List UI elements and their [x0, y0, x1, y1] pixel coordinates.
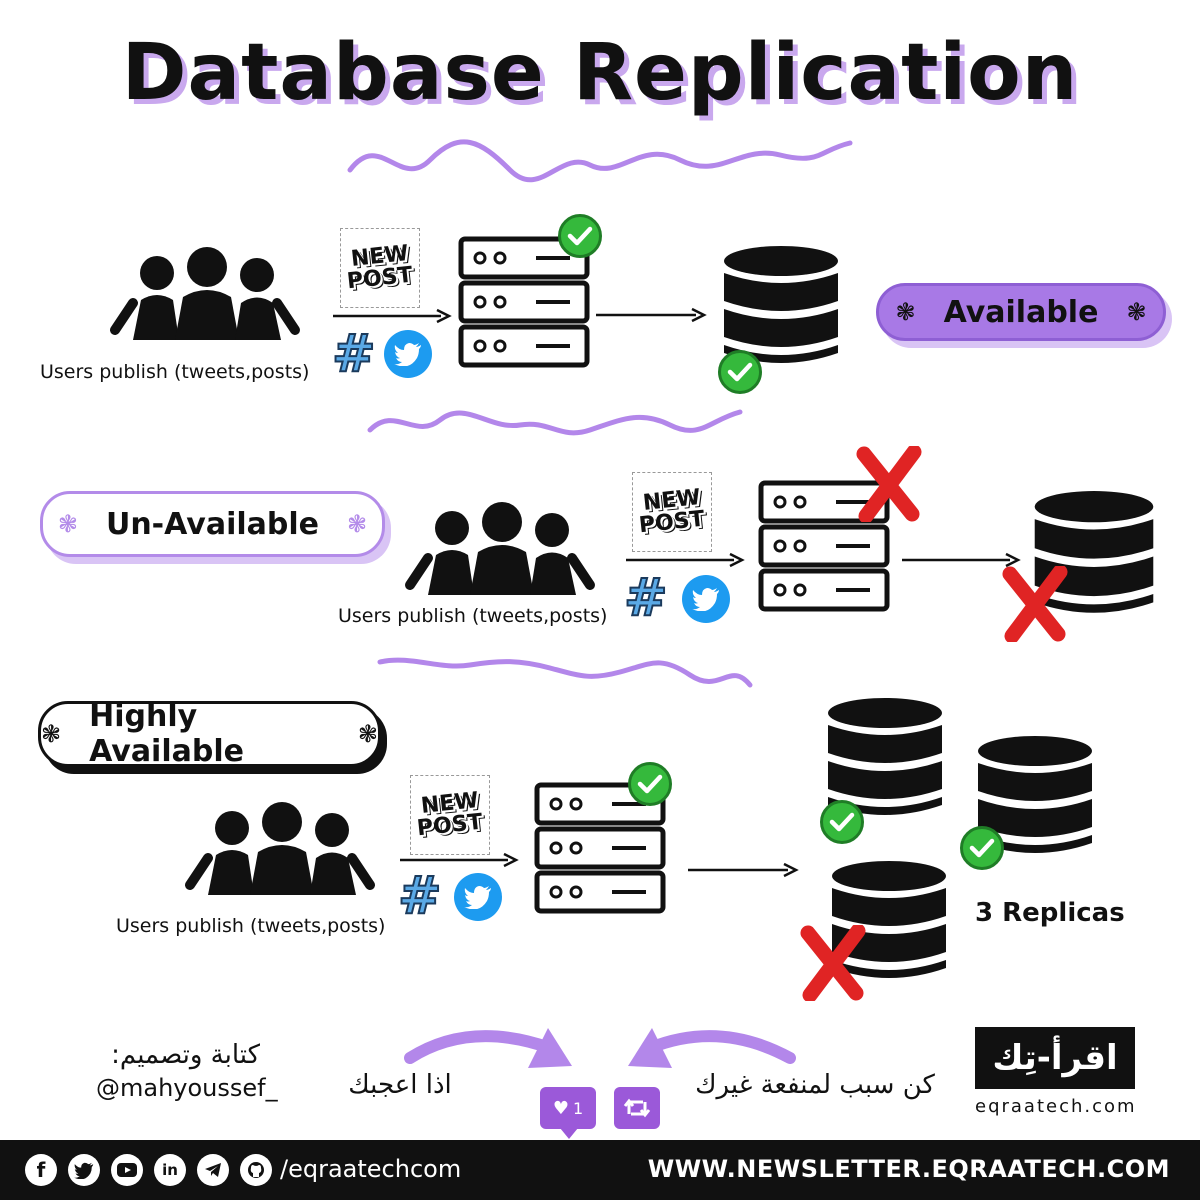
replicas-label: 3 Replicas [975, 898, 1125, 928]
flower-icon: ❃ [57, 510, 78, 538]
youtube-icon[interactable] [111, 1154, 143, 1186]
cross-icon [1002, 566, 1068, 642]
check-icon [820, 800, 864, 844]
new-post-badge: NEW POST [632, 472, 712, 552]
divider-wave-top [347, 139, 853, 183]
flower-icon: ❃ [347, 510, 368, 538]
arrow-icon [596, 307, 707, 323]
twitter-bird-icon [682, 575, 730, 623]
author-handle: @mahyoussef_ [96, 1074, 278, 1102]
new-post-badge: NEW POST [410, 775, 490, 855]
twitter-bird-icon [384, 330, 432, 378]
arrow-icon [333, 308, 452, 324]
like-button[interactable]: ♥ 1 [540, 1087, 596, 1129]
flower-icon: ❃ [895, 298, 916, 326]
users-caption: Users publish (tweets,posts) [116, 915, 386, 937]
heart-icon: ♥ [552, 1097, 569, 1119]
flower-icon: ❃ [1126, 298, 1147, 326]
like-count: 1 [572, 1098, 584, 1118]
status-label: Un-Available [105, 506, 320, 542]
users-caption: Users publish (tweets,posts) [338, 605, 608, 627]
database-icon [828, 698, 942, 815]
status-label: Available [943, 294, 1099, 330]
hashtag-icon: # [331, 324, 377, 384]
hashtag-icon: # [623, 568, 669, 628]
flower-icon: ❃ [357, 720, 378, 748]
flower-icon: ❃ [41, 720, 62, 748]
footer-handle[interactable]: /eqraatechcom [280, 1155, 462, 1183]
brand-logo: اقرأ-تِك [975, 1027, 1135, 1089]
users-group-icon [405, 502, 595, 595]
twitter-bird-icon [454, 873, 502, 921]
arrow-icon [400, 852, 519, 868]
arrow-icon [626, 552, 745, 568]
facebook-icon[interactable]: f [25, 1154, 57, 1186]
database-icon [978, 736, 1092, 853]
status-badge-available: ❃ Available ❃ [876, 283, 1166, 341]
new-post-badge: NEW POST [340, 228, 420, 308]
telegram-icon[interactable] [197, 1154, 229, 1186]
users-caption: Users publish (tweets,posts) [40, 361, 310, 383]
cross-icon [856, 446, 922, 522]
users-group-icon [110, 247, 300, 340]
check-icon [718, 350, 762, 394]
curved-arrow-right [644, 1030, 796, 1064]
cta-right-text: كن سبب لمنفعة غيرك [695, 1070, 935, 1100]
check-icon [960, 826, 1004, 870]
curved-arrow-left [404, 1030, 556, 1064]
hashtag-icon: # [397, 866, 443, 926]
arrow-icon [688, 862, 799, 878]
footer-website-link[interactable]: WWW.NEWSLETTER.EQRAATECH.COM [647, 1155, 1170, 1183]
server-rack-icon [758, 480, 890, 612]
server-rack-icon [458, 236, 590, 368]
arrow-icon [902, 552, 1021, 568]
linkedin-icon[interactable]: in [154, 1154, 186, 1186]
cross-icon [800, 925, 866, 1001]
retweet-icon [623, 1098, 651, 1118]
status-badge-highly-available: ❃ Highly Available ❃ [38, 699, 381, 769]
check-icon [628, 762, 672, 806]
check-icon [558, 214, 602, 258]
status-badge-unavailable: ❃ Un-Available ❃ [40, 491, 385, 557]
retweet-button[interactable] [614, 1087, 660, 1129]
github-icon[interactable] [240, 1154, 272, 1186]
users-group-icon [185, 802, 375, 895]
database-icon [724, 246, 838, 363]
divider-wave-mid [367, 409, 743, 436]
page-title: Database Replication [121, 28, 1079, 118]
brand-url: eqraatech.com [975, 1096, 1137, 1117]
twitter-icon[interactable] [68, 1154, 100, 1186]
cta-left-text: اذا اعجبك [348, 1070, 452, 1100]
credits-label: كتابة وتصميم: [111, 1040, 260, 1070]
like-bubble-tail [560, 1128, 578, 1139]
status-label: Highly Available [89, 699, 244, 769]
divider-wave-low [377, 657, 753, 688]
